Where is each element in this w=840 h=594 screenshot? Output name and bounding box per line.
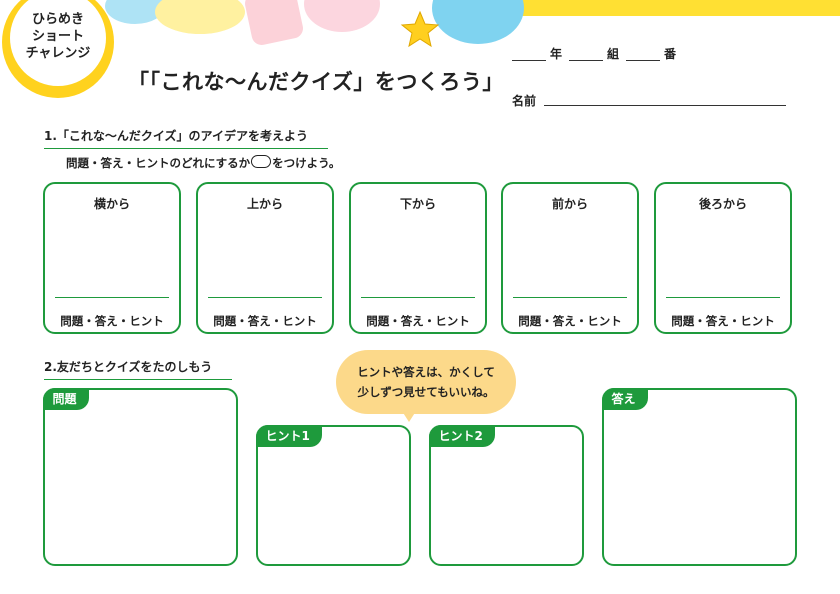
idea-card-side[interactable]: 横から 問題・答え・ヒント xyxy=(43,182,181,334)
page-title: 「「これな〜んだクイズ」をつくろう」 xyxy=(128,70,504,94)
idea-card-top[interactable]: 上から 問題・答え・ヒント xyxy=(196,182,334,334)
idea-card-back[interactable]: 後ろから 問題・答え・ヒント xyxy=(654,182,792,334)
question-tab: 問題 xyxy=(42,387,89,410)
card-options[interactable]: 問題・答え・ヒント xyxy=(518,314,622,328)
deco-bubble-blue xyxy=(105,0,165,24)
deco-bubble-pink xyxy=(304,0,380,32)
hint1-box[interactable]: ヒント1 xyxy=(255,424,411,566)
card-title: 後ろから xyxy=(698,197,747,211)
challenge-badge xyxy=(2,0,114,98)
answer-line[interactable] xyxy=(55,297,169,298)
number-field[interactable] xyxy=(626,60,660,61)
idea-card-bottom[interactable]: 下から 問題・答え・ヒント xyxy=(349,182,487,334)
name-field[interactable] xyxy=(544,105,786,106)
question-box[interactable]: 問題 xyxy=(42,387,238,566)
hint2-tab: ヒント2 xyxy=(428,424,495,447)
deco-bubble-cyan xyxy=(432,0,524,44)
answer-line[interactable] xyxy=(513,297,627,298)
number-label: 番 xyxy=(664,47,677,61)
answer-line[interactable] xyxy=(361,297,475,298)
class-label: 組 xyxy=(607,47,620,61)
answer-line[interactable] xyxy=(208,297,322,298)
card-title: 横から xyxy=(93,197,130,211)
card-title: 上から xyxy=(246,197,283,211)
speech-bubble-tail xyxy=(400,408,418,422)
class-field[interactable] xyxy=(569,60,603,61)
deco-bubble-yellow xyxy=(155,0,245,34)
answer-line[interactable] xyxy=(666,297,780,298)
hint1-tab: ヒント1 xyxy=(255,424,322,447)
section2-heading: 2.友だちとクイズをたのしもう xyxy=(44,358,232,380)
card-options[interactable]: 問題・答え・ヒント xyxy=(671,314,775,328)
card-title: 前から xyxy=(551,197,588,211)
section1-instruction: 問題・答え・ヒントのどれにするかをつけよう。 xyxy=(66,155,341,170)
year-field[interactable] xyxy=(512,60,546,61)
card-options[interactable]: 問題・答え・ヒント xyxy=(60,314,164,328)
speech-bubble-text: ヒントや答えは、かくして 少しずつ見せてもいいね。 xyxy=(357,365,495,399)
card-options[interactable]: 問題・答え・ヒント xyxy=(366,314,470,328)
card-title: 下から xyxy=(399,197,436,211)
circle-mark-icon xyxy=(251,155,272,168)
speech-bubble xyxy=(336,350,516,414)
header-decoration xyxy=(105,0,840,48)
hint2-box[interactable]: ヒント2 xyxy=(428,424,584,566)
idea-card-front[interactable]: 前から 問題・答え・ヒント xyxy=(501,182,639,334)
year-label: 年 xyxy=(550,47,563,61)
card-options[interactable]: 問題・答え・ヒント xyxy=(213,314,317,328)
answer-tab: 答え xyxy=(601,387,648,410)
section1-heading: 1.「これな〜んだクイズ」のアイデアを考えよう xyxy=(44,127,328,149)
top-yellow-bar xyxy=(520,0,840,16)
name-label: 名前 xyxy=(512,94,537,108)
deco-square-pink xyxy=(245,0,303,45)
star-icon xyxy=(400,10,440,48)
answer-box[interactable]: 答え xyxy=(601,387,797,566)
badge-label: ひらめき ショート チャレンジ xyxy=(25,12,91,61)
